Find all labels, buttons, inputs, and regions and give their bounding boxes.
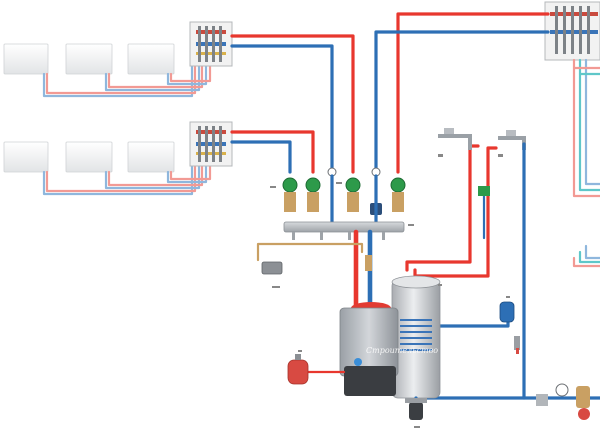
dhw-storage-tank	[391, 275, 441, 399]
pump-icon	[305, 177, 321, 212]
radiator	[65, 43, 113, 75]
faucet-icon	[498, 130, 526, 150]
radiator	[65, 141, 113, 173]
distribution-manifold-lower	[189, 121, 233, 167]
radiator-feed-upper	[42, 64, 212, 98]
gas-boiler: Строительство	[339, 302, 438, 396]
watermark-text: Строительство	[366, 346, 438, 355]
safety-valve	[514, 336, 520, 354]
pump-icon	[282, 177, 298, 212]
riser-pipes	[230, 12, 550, 174]
water-filter	[405, 398, 427, 420]
radiator	[127, 43, 175, 75]
circulation-pumps	[282, 167, 406, 224]
dhw-pump	[478, 186, 490, 196]
expansion-tank-heating	[287, 354, 309, 385]
radiator	[3, 141, 49, 173]
pump-icon	[390, 177, 406, 212]
pressure-gauge	[256, 242, 372, 275]
radiator-feed-lower	[42, 164, 212, 196]
dhw-hot-pipe	[405, 144, 480, 272]
faucet-icon	[438, 128, 472, 150]
hydraulic-header	[283, 221, 405, 233]
underfloor-loop-pipes	[572, 58, 600, 268]
component-tags	[270, 154, 510, 428]
radiator-row-upper	[3, 43, 175, 75]
pump-icon	[345, 177, 361, 212]
radiator	[127, 141, 175, 173]
tank-cold-inlet	[428, 302, 510, 328]
radiator-row-lower	[3, 141, 175, 173]
radiator	[3, 43, 49, 75]
gauge-icon	[327, 167, 381, 177]
boiler-indicator	[354, 358, 362, 366]
header-legs	[292, 232, 385, 240]
distribution-manifold-right	[544, 1, 600, 61]
expansion-tank-dhw	[499, 301, 515, 323]
dhw-hot-pipe-2	[413, 146, 498, 278]
water-meter	[536, 383, 590, 420]
tank-heating-coil	[400, 319, 432, 351]
distribution-manifold-upper	[189, 21, 233, 67]
